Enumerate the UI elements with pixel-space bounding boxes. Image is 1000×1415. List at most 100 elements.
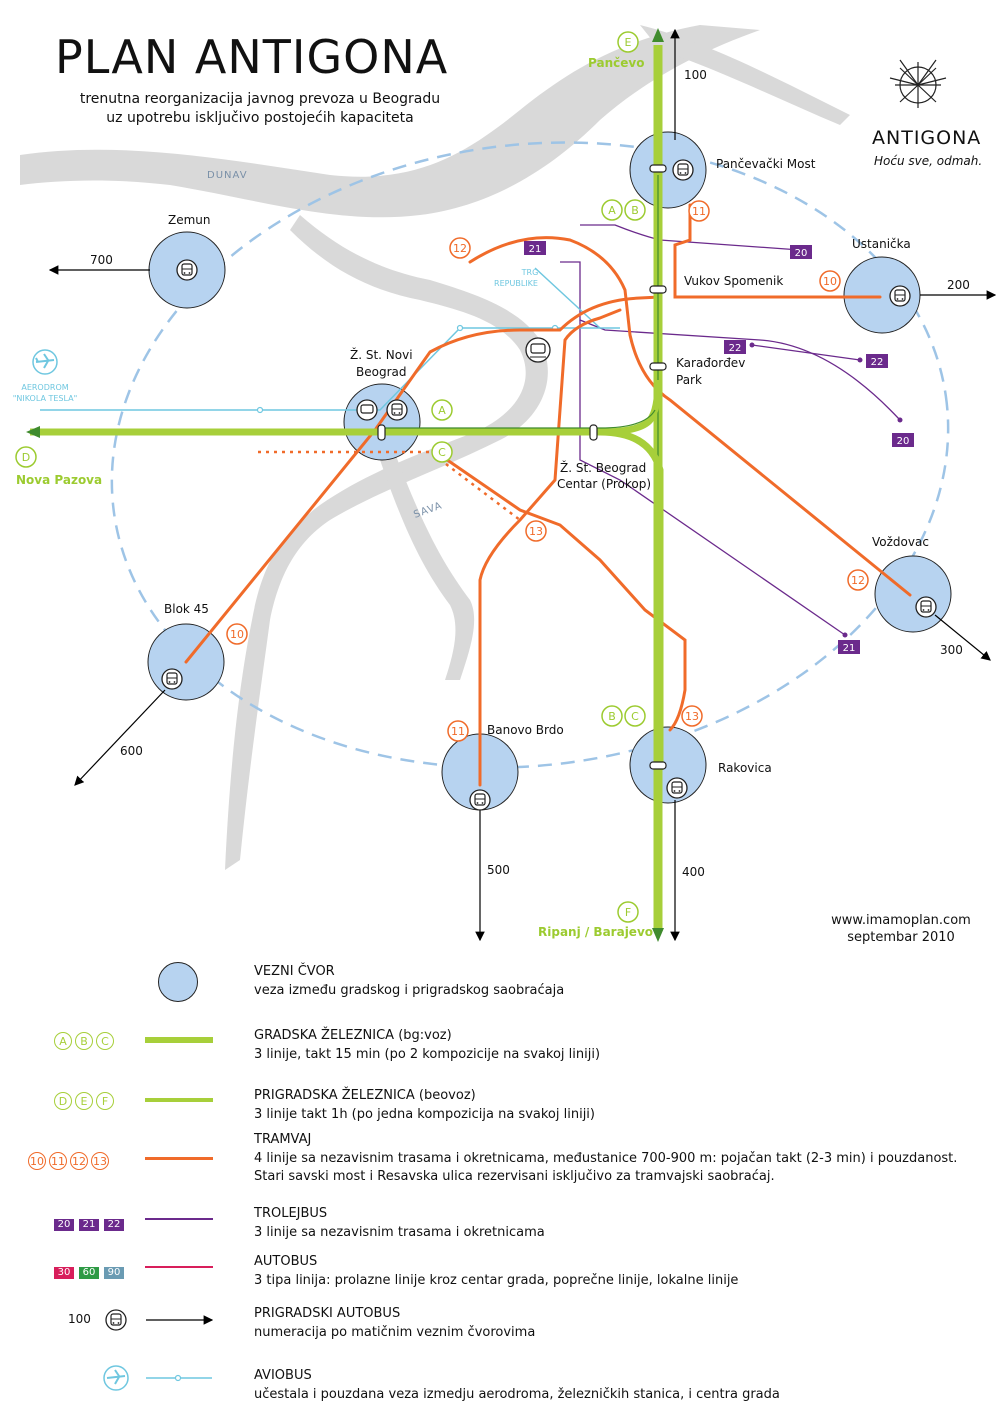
- legend-desc: 3 linije takt 1h (po jedna kompozicija n…: [254, 1107, 595, 1122]
- suburban-bus-arrows: [48, 28, 997, 942]
- rail-circle-d[interactable]: D: [22, 451, 30, 464]
- node-pancevacki-most[interactable]: [629, 131, 707, 209]
- tram-circle-10-left[interactable]: 10: [230, 628, 244, 641]
- transit-map: DUNAV SAVA: [13, 25, 997, 942]
- label-karadjordjev-park-2: Park: [676, 373, 702, 387]
- terminal-pancevo: Pančevo: [588, 56, 644, 70]
- legend-desc-1: 4 linije sa nezavisnim trasama i okretni…: [254, 1151, 958, 1166]
- label-trg-republike-2: REPUBLIKE: [494, 279, 538, 288]
- legend-title: GRADSKA ŽELEZNICA (bg:voz): [254, 1028, 452, 1043]
- trolley-box-21-top[interactable]: 21: [529, 244, 542, 255]
- station-prokop[interactable]: [589, 424, 598, 441]
- logo-name: ANTIGONA: [872, 127, 982, 149]
- station-pancevacki-most[interactable]: [649, 164, 667, 173]
- rail-circle-f[interactable]: F: [625, 906, 631, 919]
- label-pancevacki-most: Pančevački Most: [716, 157, 816, 171]
- station-karadjordjev-park[interactable]: [649, 362, 667, 371]
- label-zemun: Zemun: [168, 213, 211, 227]
- legend-sym: C: [96, 1032, 114, 1050]
- website-date: septembar 2010: [847, 930, 955, 945]
- legend-line-suburban-rail: [145, 1098, 213, 1102]
- legend-desc: učestala i pouzdana veza izmedju aerodro…: [254, 1387, 780, 1402]
- legend-title: PRIGRADSKI AUTOBUS: [254, 1306, 401, 1321]
- label-banovo-brdo: Banovo Brdo: [487, 723, 564, 737]
- bus-num-400: 400: [682, 865, 705, 879]
- label-trg-republike-1: TRG: [521, 268, 539, 277]
- train-icon-prokop: [525, 337, 551, 363]
- node-vozdovac[interactable]: [874, 555, 952, 633]
- legend-suburban-bus-symbol: [105, 1309, 214, 1331]
- tram-dotted-extension: [258, 450, 521, 521]
- rail-circle-b-bottom[interactable]: B: [608, 710, 616, 723]
- legend-line-city-rail: [145, 1037, 213, 1043]
- legend-sym: 30: [54, 1267, 74, 1279]
- station-vukov-spomenik[interactable]: [649, 285, 667, 294]
- label-ustanicka: Ustanička: [852, 237, 911, 251]
- legend-sym: 20: [54, 1219, 74, 1231]
- trolley-box-22-left[interactable]: 22: [729, 343, 742, 354]
- bus-icon-ustanicka: [889, 285, 911, 307]
- website-url[interactable]: www.imamoplan.com: [831, 913, 971, 928]
- rail-circle-c-bottom[interactable]: C: [631, 710, 639, 723]
- ring-dashed: [110, 141, 950, 769]
- legend-desc: 3 linije, takt 15 min (po 2 kompozicije …: [254, 1047, 601, 1062]
- rail-circle-a-nb[interactable]: A: [438, 404, 446, 417]
- label-vukov-spomenik: Vukov Spomenik: [684, 274, 783, 288]
- bus-num-300: 300: [940, 643, 963, 657]
- tram-circle-12-top[interactable]: 12: [453, 242, 467, 255]
- trolley-box-22-right[interactable]: 22: [871, 357, 884, 368]
- label-vozdovac: Voždovac: [872, 535, 929, 549]
- legend-sym: B: [75, 1032, 93, 1050]
- station-novi-beograd[interactable]: [377, 424, 386, 441]
- station-rakovica[interactable]: [649, 761, 667, 770]
- rail-circle-a-top[interactable]: A: [608, 204, 616, 217]
- node-rakovica[interactable]: [629, 726, 707, 804]
- legend-sym: 11: [49, 1152, 67, 1170]
- tram-circle-13-mid[interactable]: 13: [529, 525, 543, 538]
- rail-circle-e[interactable]: E: [625, 36, 632, 49]
- tram-circle-11-top[interactable]: 11: [692, 205, 706, 218]
- label-aerodrom-2: "NIKOLA TESLA": [13, 394, 78, 403]
- legend-desc: 3 linije sa nezavisnim trasama i okretni…: [254, 1225, 545, 1240]
- bus-num-200: 200: [947, 278, 970, 292]
- legend-sym: F: [96, 1092, 114, 1110]
- website-block: www.imamoplan.com septembar 2010: [826, 912, 976, 946]
- rail-circle-b-top[interactable]: B: [631, 204, 639, 217]
- rail-lines: [30, 45, 664, 930]
- trolley-box-20-right[interactable]: 20: [897, 436, 910, 447]
- label-prokop-2: Centar (Prokop): [557, 477, 651, 491]
- label-rakovica: Rakovica: [718, 761, 772, 775]
- tram-lines: [184, 203, 912, 787]
- legend-desc-2: Stari savski most i Resavska ulica rezer…: [254, 1169, 775, 1184]
- river-danube: [20, 25, 850, 218]
- terminal-ripanj: Ripanj / Barajevo: [538, 925, 653, 939]
- legend-title: VEZNI ČVOR: [254, 964, 335, 979]
- legend-airport-symbol: [103, 1365, 212, 1391]
- label-blok45: Blok 45: [164, 602, 209, 616]
- tram-circle-10-right[interactable]: 10: [823, 275, 837, 288]
- page-title: PLAN ANTIGONA: [55, 30, 449, 84]
- trolley-box-20-top[interactable]: 20: [795, 248, 808, 259]
- trolley-box-21-bottom[interactable]: 21: [843, 643, 856, 654]
- legend-line-tram: [145, 1157, 213, 1160]
- subtitle-line-1: trenutna reorganizacija javnog prevoza u…: [79, 91, 441, 107]
- bus-icon-novi-beograd: [386, 399, 408, 421]
- tram-circle-13-bottom[interactable]: 13: [685, 710, 699, 723]
- tram-circle-11-bottom[interactable]: 11: [451, 725, 465, 738]
- terminal-nova-pazova: Nova Pazova: [16, 473, 102, 487]
- bus-icon-zemun: [176, 259, 198, 281]
- tram-circle-12-right[interactable]: 12: [851, 574, 865, 587]
- legend-desc: 3 tipa linija: prolazne linije kroz cent…: [254, 1273, 739, 1288]
- bus-icon-pancevacki-most: [672, 159, 694, 181]
- legend-title: PRIGRADSKA ŽELEZNICA (beovoz): [254, 1088, 476, 1103]
- legend-desc: numeracija po matičnim veznim čvorovima: [254, 1325, 536, 1340]
- legend-sym: D: [54, 1092, 72, 1110]
- airplane-icon: [32, 349, 58, 375]
- legend-sym: 90: [104, 1267, 124, 1279]
- rail-circle-c-nb[interactable]: C: [438, 446, 446, 459]
